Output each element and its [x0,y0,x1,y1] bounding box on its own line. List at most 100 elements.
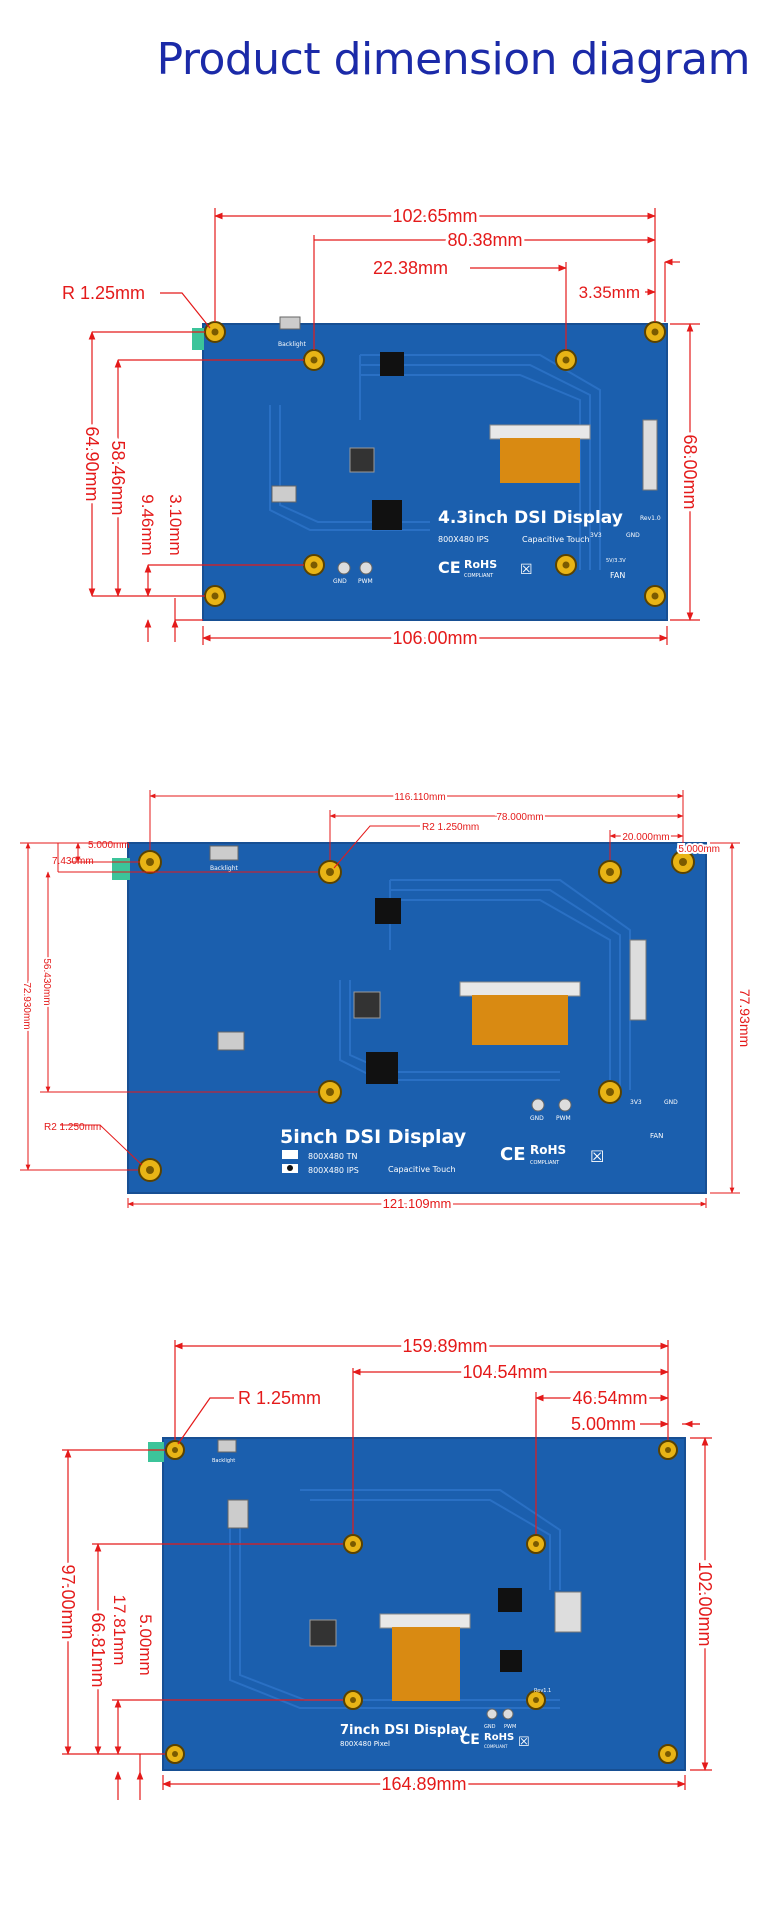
board-touch: Capacitive Touch [522,535,590,544]
rohs-sub: COMPLIANT [484,1744,508,1749]
diagram-4-3inch: 4.3inch DSI Display 800X480 IPS Capaciti… [62,203,703,651]
side-connector [642,419,658,491]
silk-pwm: PWM [504,1724,516,1730]
dim-total-height: 72.930mm [21,982,32,1029]
dim-mount-a: 80.38mm [447,230,522,250]
dim-mount-a: 78.000mm [496,812,543,823]
dim-board-width: 164.89mm [381,1774,466,1794]
silk-fan: FAN [650,1132,663,1140]
dim-edge-offset: 5.000mm [678,844,720,855]
fpc-connector [379,1613,471,1629]
dim-offset-top: 5.000mm [88,840,130,851]
rohs-sub: COMPLIANT [530,1160,560,1166]
dim-radius-top: R2 1.250mm [422,822,479,833]
rohs-mark: RoHS [464,558,497,571]
dim-board-width: 121.109mm [383,1196,452,1211]
ce-mark: CE [500,1144,526,1165]
inductor [353,991,381,1019]
rohs-mark: RoHS [484,1732,514,1743]
pcb-board [202,323,668,621]
backlight-switch [279,316,301,330]
board-tab [112,858,130,880]
dim-offset-b: 3.10mm [166,494,185,555]
ic-chip [375,898,401,924]
board-tab [192,328,204,350]
silk-rev: Rev1.0 [640,515,661,522]
dim-radius: R 1.25mm [62,283,145,303]
silk-backlight: Backlight [212,1458,235,1464]
dim-mount-b: 20.000mm [622,832,669,843]
board-spec-ips: 800X480 IPS [308,1166,359,1175]
fpc-cable [392,1627,460,1701]
board-touch: Capacitive Touch [388,1165,456,1174]
page-title: Product dimension diagram [156,34,751,85]
ic-chip [380,352,404,376]
pcb-traces [269,354,601,570]
dim-edge-offset: 3.35mm [579,283,640,302]
rohs-mark: RoHS [530,1143,566,1157]
silk-gnd: GND [530,1115,544,1122]
side-connector [629,939,647,1021]
silk-gnd2: GND [626,532,640,539]
dim-offset-a: 17.81mm [110,1595,129,1666]
rohs-sub: COMPLIANT [464,573,494,579]
button-switch [227,1499,249,1529]
side-connector [554,1591,582,1633]
silk-gnd: GND [333,578,347,585]
inductor [309,1619,337,1647]
dim-mount-b: 46.54mm [572,1388,647,1408]
board-spec-tn: 800X480 TN [308,1152,357,1161]
button-switch [271,485,297,503]
silk-gnd: GND [484,1724,496,1730]
silk-gnd2: GND [664,1099,678,1106]
fpc-connector [459,981,581,997]
dim-mount-height: 56.430mm [41,958,52,1005]
dim-total-mount-width: 102.65mm [392,206,477,226]
dim-radius: R 1.25mm [238,1388,321,1408]
board-title: 4.3inch DSI Display [438,508,623,528]
ce-mark: CE [460,1732,480,1748]
silk-backlight: Backlight [278,341,307,348]
silk-fan: FAN [610,571,625,580]
dim-mount-a: 104.54mm [462,1362,547,1382]
silk-pwm: PWM [556,1115,571,1122]
backlight-switch [217,1439,237,1453]
dim-edge-offset: 5.00mm [571,1414,636,1434]
dim-board-height: 77.93mm [737,989,753,1047]
board-spec: 800X480 Pixel [340,1740,390,1748]
diagram-5inch: 5inch DSI Display 800X480 TN 800X480 IPS… [19,790,756,1214]
board-tab [148,1442,164,1462]
dim-board-height: 102.00mm [695,1561,715,1646]
mcu-chip [372,500,402,530]
dim-offset-a: 9.46mm [138,494,157,555]
dim-mount-height: 66.81mm [88,1612,108,1687]
diagram-7inch: 7inch DSI Display 800X480 Pixel CE RoHS … [55,1333,718,1800]
dim-offset-b: 5.00mm [136,1614,155,1675]
mcu-chip [366,1052,398,1084]
silk-3v3: 3V3 [630,1099,642,1106]
pcb-board [162,1437,686,1771]
silk-fan-sub: 5V/3.3V [606,558,626,564]
mcu-chip [500,1650,522,1672]
silk-pwm: PWM [358,578,373,585]
mount-holes [165,1440,678,1764]
mount-holes [204,321,666,607]
dim-board-width: 106.00mm [392,628,477,648]
silk-3v3: 3V3 [590,532,602,539]
inductor [349,447,375,473]
silk-rev: Rev1.1 [534,1688,551,1694]
dim-total-mount-width: 116.110mm [394,792,445,803]
dim-total-mount-width: 159.89mm [402,1336,487,1356]
fpc-cable [500,438,580,483]
weee-icon: ☒ [590,1147,604,1166]
button-switch [217,1031,245,1051]
dim-radius-bottom: R2 1.250mm [44,1122,101,1133]
dim-total-height: 97.00mm [58,1564,78,1639]
board-spec: 800X480 IPS [438,535,489,544]
dim-offset-left: 7.430mm [52,856,94,867]
ce-mark: CE [438,558,461,577]
dim-board-height: 68.00mm [680,434,700,509]
weee-icon: ☒ [518,1735,530,1750]
dim-mount-height: 58.46mm [108,440,128,515]
silk-backlight: Backlight [210,865,239,872]
